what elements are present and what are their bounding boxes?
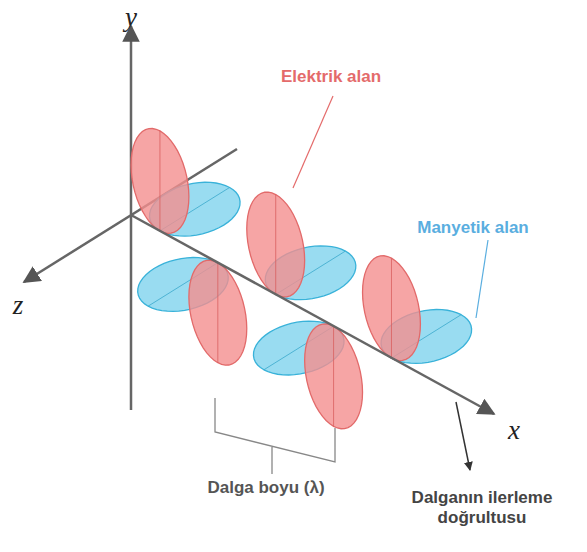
direction-arrow: [456, 402, 470, 470]
lobe-center-line: [217, 263, 218, 363]
leader-line: [476, 240, 488, 318]
lobe-shape: [363, 256, 421, 361]
lobe-shape: [247, 192, 305, 297]
lobe-center-line: [333, 326, 334, 426]
lobe-shape: [305, 324, 363, 429]
lobe-shape: [131, 128, 189, 233]
electric-lobe: [305, 324, 363, 429]
leader-line: [293, 96, 333, 188]
lobe-center-line: [275, 195, 276, 295]
electric-lobe: [363, 256, 421, 361]
y-axis: [130, 26, 133, 410]
axis-label: z: [13, 290, 24, 321]
axis-label: x: [508, 415, 520, 446]
lobe-shape: [189, 260, 247, 365]
field-lobes: [131, 128, 472, 428]
x-axis: [131, 215, 494, 414]
electric-lobe: [189, 260, 247, 365]
wavelength-label: Dalga boyu (λ): [207, 478, 324, 498]
lobe-center-line: [391, 258, 392, 358]
electric-lobe: [131, 128, 189, 233]
direction-label: Dalganın ilerleme doğrultusu: [397, 488, 567, 527]
electric-lobe: [247, 192, 305, 297]
wavelength-bracket: [215, 398, 335, 474]
field-label: Manyetik alan: [417, 218, 529, 238]
field-label: Elektrik alan: [281, 67, 381, 87]
axis-label: y: [125, 2, 137, 33]
lobe-center-line: [159, 131, 160, 231]
